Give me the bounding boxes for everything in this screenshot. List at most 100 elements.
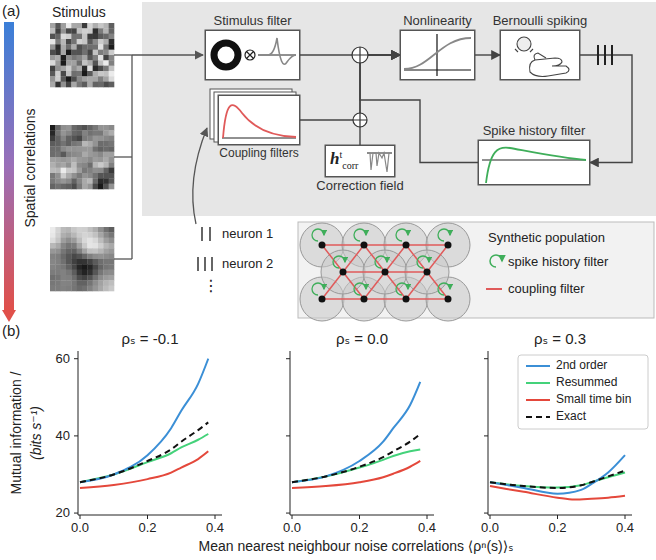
neuron-lattice	[445, 242, 452, 249]
stimulus-image	[71, 157, 77, 163]
stimulus-image	[103, 71, 109, 77]
process-box: Bernoulli spiking	[500, 30, 580, 80]
line-chart	[80, 359, 208, 482]
stimulus-image	[98, 162, 104, 168]
stimulus-image	[93, 146, 99, 152]
stimulus-image	[82, 280, 88, 286]
axis-tick: 20	[56, 505, 70, 521]
stimulus-image	[103, 23, 109, 29]
stimulus-image	[82, 23, 88, 29]
stimulus-image	[66, 152, 72, 158]
stimulus-image	[103, 248, 109, 254]
correction-field-icon	[367, 153, 392, 172]
stimulus-image	[77, 136, 83, 142]
neuron-lattice	[364, 244, 406, 246]
stimulus-image	[66, 270, 72, 276]
stimulus-image	[66, 23, 72, 29]
stimulus-image	[66, 173, 72, 179]
stimulus-image	[109, 227, 115, 233]
signal-arrow	[475, 54, 500, 55]
spike-train-icon	[604, 45, 606, 65]
stimulus-image	[98, 254, 104, 260]
stimulus-filter-icon	[247, 52, 254, 59]
stimulus-image	[66, 280, 72, 286]
stimulus-image	[98, 264, 104, 270]
stimulus-image	[109, 264, 115, 270]
stimulus-image	[71, 82, 77, 88]
line-chart	[290, 515, 434, 516]
stimulus-image	[61, 130, 67, 136]
line-chart	[292, 515, 293, 519]
stimulus-image	[98, 184, 104, 190]
stimulus-image	[71, 28, 77, 34]
stimulus-image	[50, 55, 56, 61]
stimulus-image	[98, 44, 104, 50]
stimulus-image	[61, 286, 67, 292]
stimulus-image	[71, 248, 77, 254]
label-text: Mutual information /	[8, 372, 25, 495]
formula-part: t	[339, 149, 342, 160]
stimulus-image	[109, 125, 115, 131]
stimulus-image	[71, 243, 77, 249]
stimulus-image	[109, 232, 115, 238]
stimulus-image	[50, 248, 56, 254]
stimulus-image	[87, 23, 93, 29]
stimulus-image	[66, 136, 72, 142]
spike-train-icon	[598, 45, 612, 65]
stimulus-image	[103, 168, 109, 174]
stimulus-image	[87, 66, 93, 72]
stimulus-image	[103, 238, 109, 244]
line-chart	[74, 351, 648, 519]
stimulus-image	[50, 146, 56, 152]
stimulus-filter-icon	[214, 43, 238, 67]
signal-arrow	[360, 55, 400, 145]
line-chart	[78, 351, 79, 515]
stimulus-image	[109, 130, 115, 136]
coin-hand-icon	[534, 53, 546, 60]
stimulus-image	[50, 173, 56, 179]
stimulus-image	[103, 162, 109, 168]
stimulus-image	[82, 152, 88, 158]
stimulus-image	[87, 130, 93, 136]
stimulus-wires	[131, 55, 132, 259]
stimulus-image	[77, 254, 83, 260]
stimulus-image	[61, 184, 67, 190]
stimulus-wires	[114, 258, 132, 259]
stimulus-image	[77, 39, 83, 45]
stimulus-image	[93, 254, 99, 260]
stimulus-image	[93, 28, 99, 34]
stimulus-filter-icon	[245, 50, 255, 60]
stimulus-image	[66, 178, 72, 184]
legend-swatch	[526, 365, 550, 367]
line-chart	[484, 513, 488, 514]
stimulus-image	[98, 173, 104, 179]
box-ground	[325, 145, 395, 177]
stimulus-image	[87, 259, 93, 265]
stimulus-image	[66, 243, 72, 249]
stimulus-image	[82, 227, 88, 233]
stimulus-image	[55, 71, 61, 77]
neuron-lattice	[364, 298, 406, 300]
chart-title: ρₛ = -0.1	[121, 330, 178, 348]
stimulus-image	[77, 275, 83, 281]
stimulus-image	[109, 28, 115, 34]
neuron-lattice	[322, 272, 343, 299]
label-text: neuron 1	[222, 226, 273, 242]
neuron-lattice	[343, 271, 385, 273]
stimulus-image	[55, 130, 61, 136]
stimulus-image	[61, 44, 67, 50]
stimulus-image	[103, 286, 109, 292]
stimulus-image	[55, 280, 61, 286]
stimulus-image	[66, 44, 72, 50]
stimulus-image	[55, 60, 61, 66]
stimulus-image	[61, 232, 67, 238]
stimulus-image	[82, 44, 88, 50]
stimulus-image	[50, 264, 56, 270]
stimulus-image	[55, 227, 61, 233]
stimulus-image	[77, 248, 83, 254]
neuron-lattice	[403, 242, 410, 249]
stimulus-image	[71, 39, 77, 45]
line-chart	[147, 515, 148, 519]
stimulus-image	[87, 152, 93, 158]
